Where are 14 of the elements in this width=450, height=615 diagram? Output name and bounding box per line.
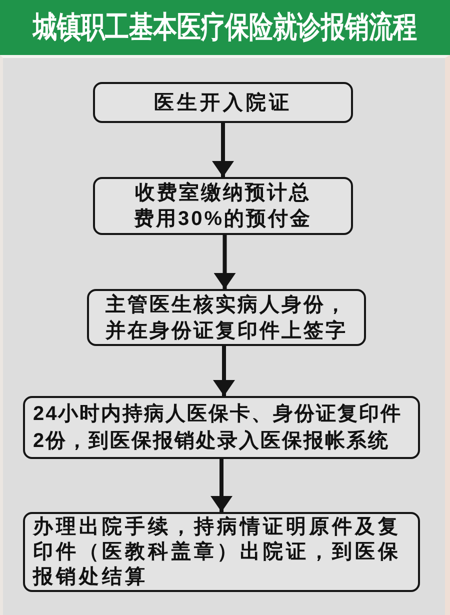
step-text: 办理出院手续，持病情证明原件及复印件（医教科盖章）出院证，到医保报销处结算 [33,514,402,590]
process-box [93,82,353,123]
process-box [93,177,353,235]
arrow [214,235,236,289]
arrow [213,346,235,396]
arrow [212,123,234,177]
process-box [23,396,420,459]
arrow [210,459,232,512]
title: 城镇职工基本医疗保险就诊报销流程 [33,10,417,45]
step-text: 收费室缴纳预计总费用30%的预付金 [132,180,314,232]
step-text: 主管医生核实病人身份，并在身份证复印件上签字 [104,292,348,344]
step-text: 医生开入院证 [154,90,292,114]
step-text: 24小时内持病人医保卡、身份证复印件2份，到医保报销处录入医保报帐系统 [33,402,404,454]
process-box [87,289,366,346]
